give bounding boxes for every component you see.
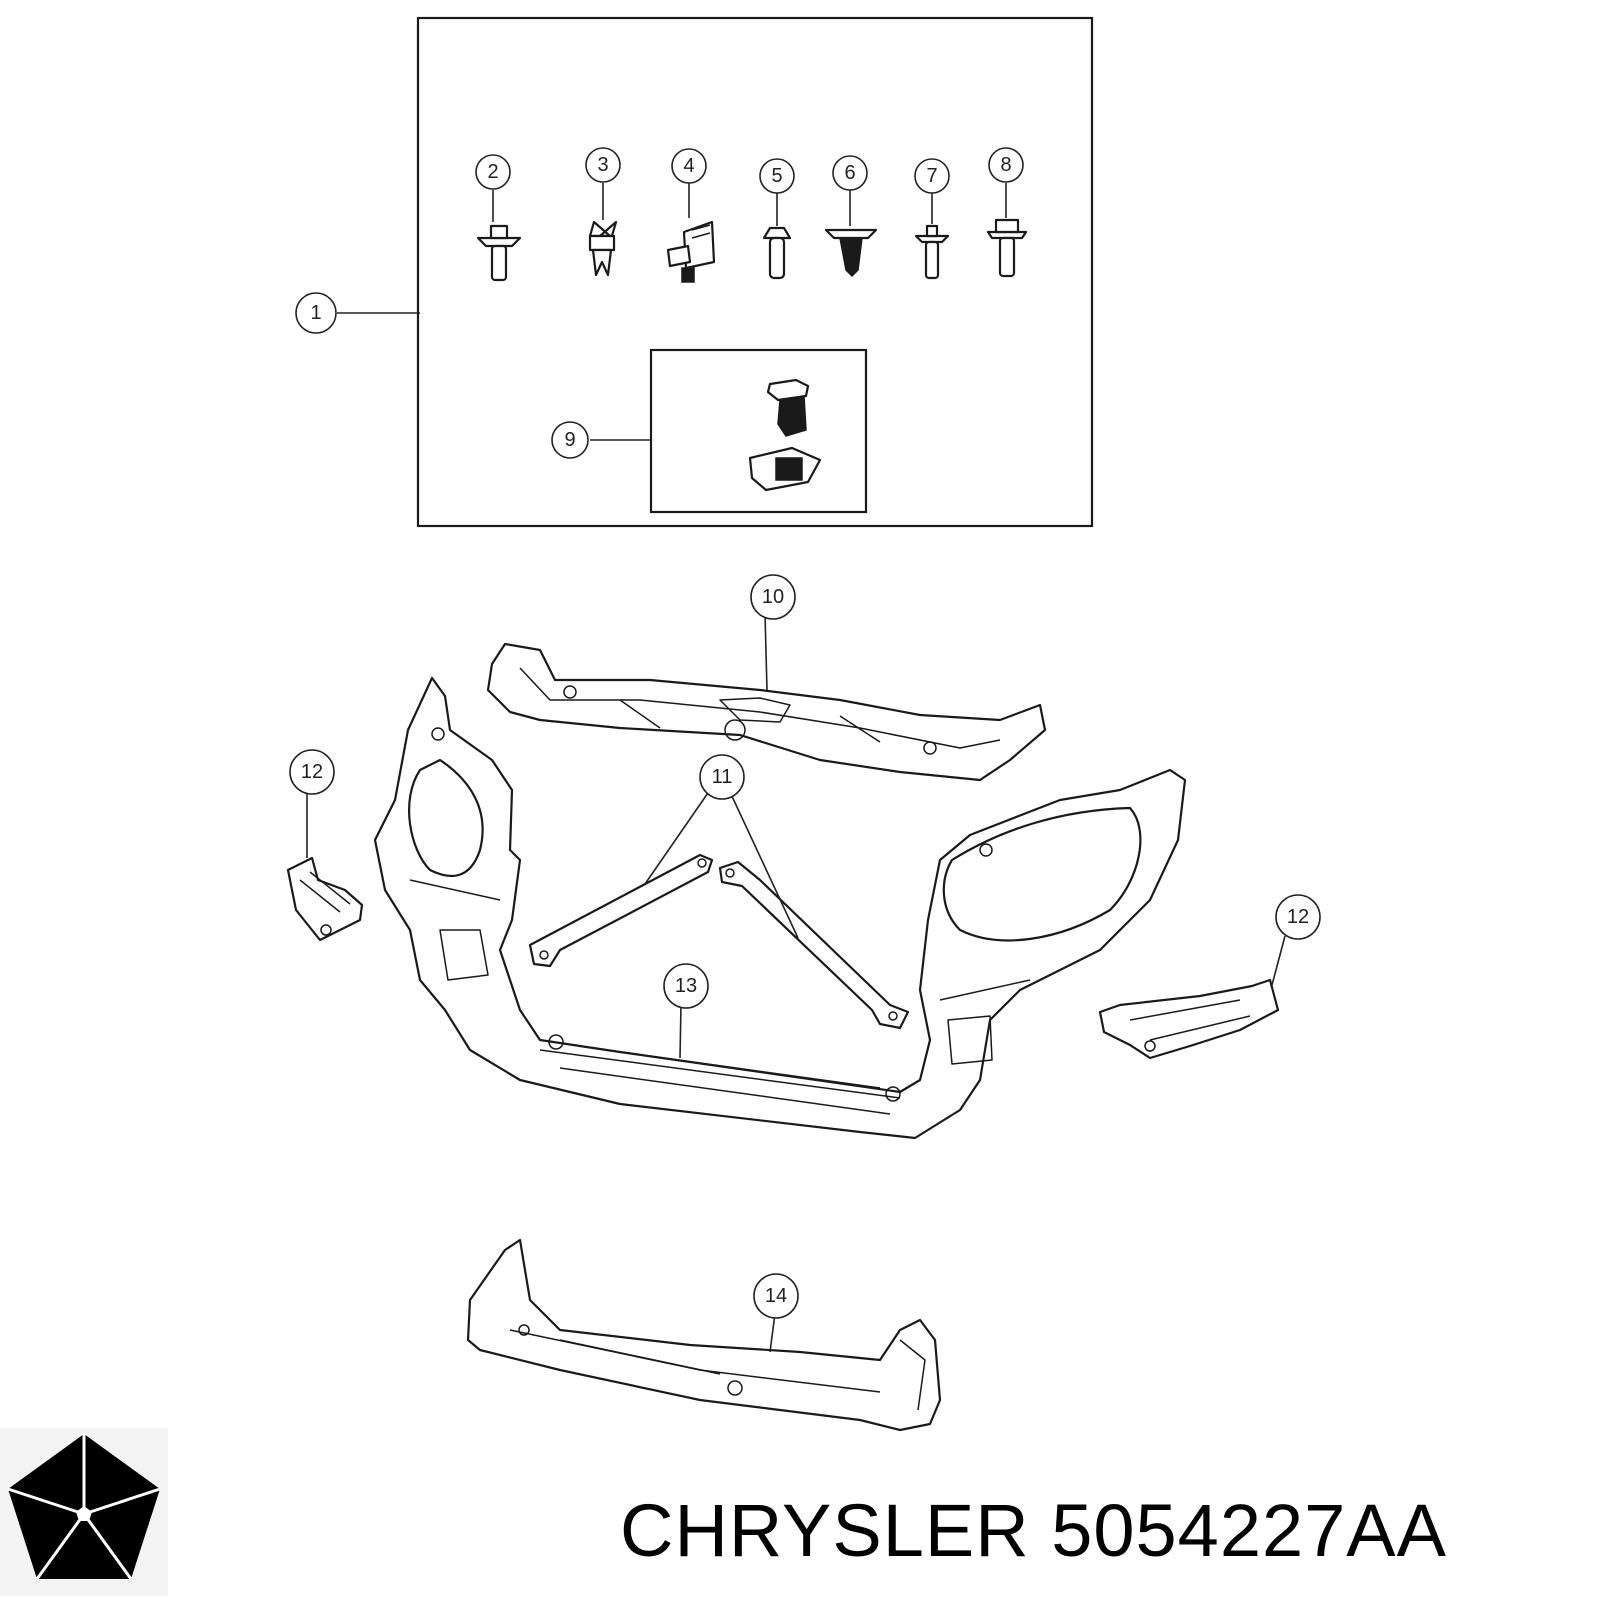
- svg-text:12: 12: [1287, 906, 1309, 928]
- callout-1: 1: [295, 292, 337, 334]
- svg-text:9: 9: [564, 429, 575, 451]
- upper-radiator-support-icon: [486, 642, 1047, 782]
- fastener-8-flange-bolt-icon: [986, 218, 1028, 278]
- fastener-4-nut-icon: [666, 220, 716, 283]
- fastener-3-clip-icon: [588, 220, 618, 277]
- svg-text:4: 4: [683, 155, 694, 177]
- callout-13: 13: [663, 963, 709, 1009]
- fastener-9-clip-icon: [748, 378, 822, 492]
- callout-11: 11: [699, 754, 745, 800]
- svg-text:10: 10: [762, 586, 784, 608]
- svg-text:5: 5: [771, 165, 782, 187]
- svg-text:13: 13: [675, 975, 697, 997]
- hardware-kit-box: [416, 16, 1094, 528]
- callout-14: 14: [753, 1273, 799, 1319]
- svg-text:7: 7: [926, 165, 937, 187]
- callout-7: 7: [914, 158, 950, 194]
- diagonal-brace-right-icon: [718, 860, 910, 1030]
- lower-crossmember-icon: [466, 1238, 942, 1432]
- diagonal-brace-left-icon: [528, 853, 714, 968]
- svg-text:1: 1: [310, 302, 321, 324]
- svg-text:6: 6: [844, 162, 855, 184]
- part-number: 5054227AA: [1051, 1489, 1448, 1572]
- svg-text:14: 14: [765, 1285, 787, 1307]
- callout-9: 9: [551, 421, 589, 459]
- callout-4: 4: [671, 148, 707, 184]
- hardware-subkit-box: [649, 348, 868, 514]
- callout-2: 2: [475, 154, 511, 190]
- fastener-5-bolt-icon: [762, 226, 792, 280]
- callout-10: 10: [750, 574, 796, 620]
- callout-3: 3: [585, 147, 621, 183]
- fastener-2-icon: [476, 224, 522, 282]
- brand-part-number-label: CHRYSLER 5054227AA: [620, 1488, 1447, 1573]
- bracket-left-icon: [286, 856, 364, 942]
- callout-12-left: 12: [289, 749, 335, 795]
- radiator-support-frame-icon: [373, 676, 1187, 1140]
- bracket-right-icon: [1098, 978, 1280, 1060]
- svg-text:3: 3: [597, 154, 608, 176]
- brand-name: CHRYSLER: [620, 1489, 1030, 1572]
- callout-12-right: 12: [1275, 894, 1321, 940]
- fastener-6-pushpin-icon: [824, 228, 878, 278]
- callout-8: 8: [988, 147, 1024, 183]
- chrysler-pentastar-icon: [0, 1428, 168, 1596]
- callout-6: 6: [832, 155, 868, 191]
- fastener-7-screw-icon: [914, 224, 950, 280]
- callout-5: 5: [759, 158, 795, 194]
- svg-text:8: 8: [1000, 154, 1011, 176]
- svg-text:2: 2: [487, 161, 498, 183]
- svg-text:12: 12: [301, 761, 323, 783]
- svg-text:11: 11: [712, 766, 733, 788]
